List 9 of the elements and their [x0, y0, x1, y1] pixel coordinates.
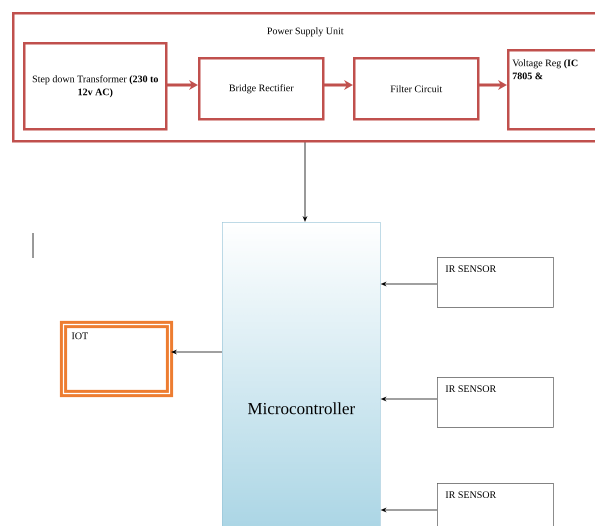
process-box: Filter Circuit [353, 57, 480, 120]
process-box: Bridge Rectifier [198, 57, 324, 120]
sensor-box: IR SENSOR [437, 483, 554, 526]
output-box: IOT [60, 320, 174, 398]
microcontroller-block: Microcontroller [222, 222, 381, 526]
sensor-box: IR SENSOR [437, 377, 554, 428]
sensor-box: IR SENSOR [437, 257, 554, 308]
process-box: Step down Transformer (230 to 12v AC) [23, 42, 168, 130]
process-box: Voltage Reg (IC 7805 & [507, 49, 595, 130]
